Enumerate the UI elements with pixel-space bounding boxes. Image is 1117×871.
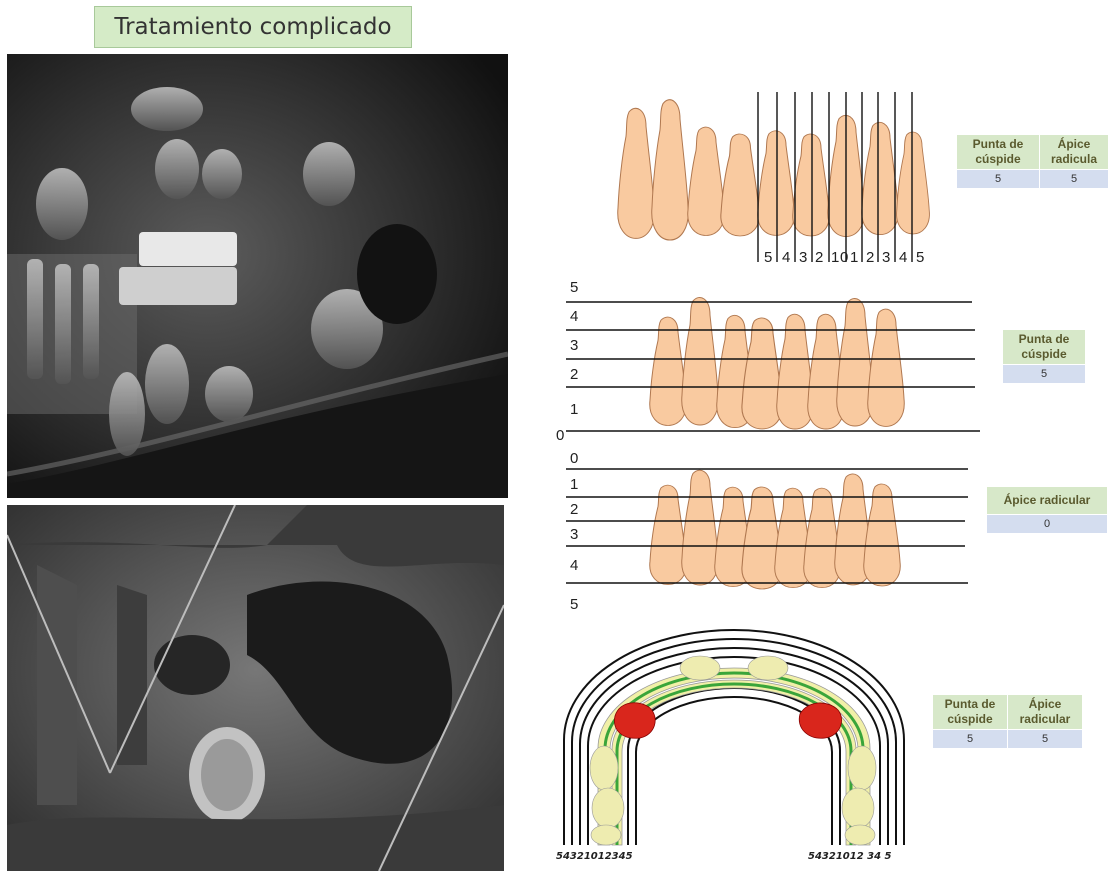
panel2-level-5: 5: [570, 279, 578, 296]
panel4-scale-labels: 54321012345 54321012 34 5: [556, 851, 892, 862]
panel1-tick-4: 1: [831, 249, 839, 266]
panel1-tick-5: 0: [840, 249, 848, 266]
panel1-value-cusp: 5: [957, 170, 1040, 189]
panel2-level-3: 3: [570, 337, 578, 354]
panel4-left-scale: 54321012345: [556, 851, 633, 862]
panel2-value-cusp: 5: [1003, 365, 1086, 384]
panel3-teeth: [650, 470, 901, 589]
panel1-tick-9: 4: [899, 249, 907, 266]
panel4-value-cusp: 5: [933, 730, 1008, 749]
panel1-tick-1: 4: [782, 249, 790, 266]
panel4-right-scale: 54321012 34 5: [808, 851, 892, 862]
panel1-tick-6: 1: [850, 249, 858, 266]
panel2-level-4: 4: [570, 308, 578, 325]
panel3-header-apex: Ápice radicular: [987, 487, 1108, 515]
panel1-score-table: Punta de cúspide Ápice radicula 5 5: [956, 134, 1109, 189]
panel1-tick-3: 2: [815, 249, 823, 266]
panel2-level-1: 1: [570, 401, 578, 418]
panel4-value-apex: 5: [1008, 730, 1083, 749]
panel3-level-1: 1: [570, 476, 578, 493]
panel1-tick-2: 3: [799, 249, 807, 266]
panel1-tick-10: 5: [916, 249, 924, 266]
panel3-level-4: 4: [570, 557, 578, 574]
panel1-tick-labels: 5 4 3 2 1 0 1 2 3 4 5: [764, 249, 924, 266]
panel3-level-0: 0: [570, 450, 578, 467]
panel4-header-cusp: Punta de cúspide: [933, 695, 1008, 730]
panel3-score-table: Ápice radicular 0: [986, 486, 1108, 534]
panel4-score-table: Punta de cúspide Ápice radicular 5 5: [932, 694, 1083, 749]
panel1-value-apex: 5: [1040, 170, 1109, 189]
panel1-tick-0: 5: [764, 249, 772, 266]
panel2-teeth: [650, 297, 905, 429]
panel1-tick-7: 2: [866, 249, 874, 266]
panel1-tick-8: 3: [882, 249, 890, 266]
panel3-level-5: 5: [570, 596, 578, 613]
panel2-level-labels: 5 4 3 2 1 0: [556, 279, 578, 444]
panel1-teeth: [618, 100, 930, 240]
panel2-level-2: 2: [570, 366, 578, 383]
panel3-level-3: 3: [570, 526, 578, 543]
panel4-header-apex: Ápice radicular: [1008, 695, 1083, 730]
panel3-value-apex: 0: [987, 515, 1108, 534]
panel2-score-table: Punta de cúspide 5: [1002, 329, 1086, 384]
panel2-level-0: 0: [556, 427, 564, 444]
panel3-level-2: 2: [570, 501, 578, 518]
panel3-level-labels: 0 1 2 3 4 5: [570, 450, 578, 613]
panel1-header-cusp: Punta de cúspide: [957, 135, 1040, 170]
panel1-header-apex: Ápice radicula: [1040, 135, 1109, 170]
panel2-header-cusp: Punta de cúspide: [1003, 330, 1086, 365]
panel4-arch: [564, 630, 904, 845]
